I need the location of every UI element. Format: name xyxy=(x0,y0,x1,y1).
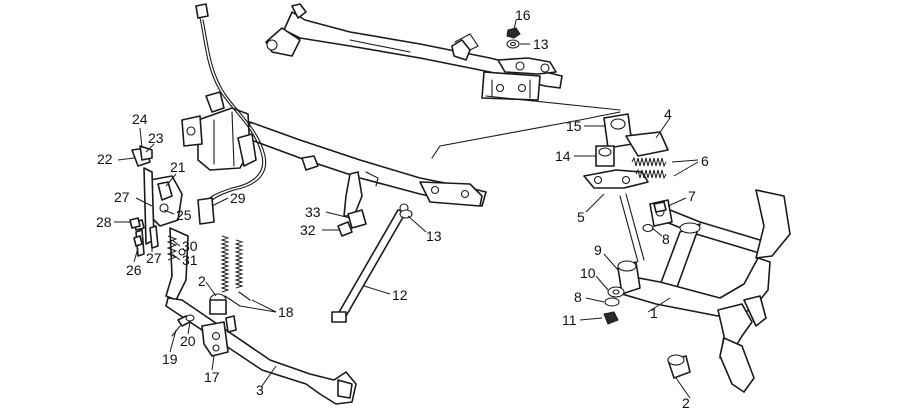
callout-2-right: 2 xyxy=(682,395,690,411)
callout-10: 10 xyxy=(580,265,596,281)
callout-16: 16 xyxy=(515,7,531,23)
callout-12: 12 xyxy=(392,287,408,303)
nut-11 xyxy=(603,311,619,325)
callout-11: 11 xyxy=(562,312,577,328)
callout-7: 7 xyxy=(688,188,696,204)
callout-26: 26 xyxy=(126,262,142,278)
bushing-9 xyxy=(617,260,641,295)
callout-13-lower: 13 xyxy=(426,228,442,244)
callout-24: 24 xyxy=(132,111,148,127)
rod-12 xyxy=(331,203,409,323)
callout-2-left: 2 xyxy=(198,273,206,289)
callout-20: 20 xyxy=(180,333,196,349)
control-cable-29 xyxy=(195,3,267,225)
callout-8-upper: 8 xyxy=(662,231,670,247)
lower-pedal-arm xyxy=(717,303,755,393)
callout-29: 29 xyxy=(230,190,246,206)
callout-18: 18 xyxy=(278,304,294,320)
shift-linkage-assembly xyxy=(131,145,189,301)
washer-8-upper xyxy=(642,223,654,233)
nut-16 xyxy=(506,27,521,39)
gear-lever-1 xyxy=(621,257,771,327)
frame-bracket-right xyxy=(431,95,669,189)
rear-brake-pedal xyxy=(649,189,791,259)
washer-8-lower xyxy=(604,297,620,307)
callout-31: 31 xyxy=(182,252,198,268)
washer-10 xyxy=(607,286,625,298)
callout-28: 28 xyxy=(96,214,112,230)
rubber-pad-2-left xyxy=(209,293,227,315)
callout-17: 17 xyxy=(204,369,220,385)
springs-6 xyxy=(631,156,667,180)
washer-13-top xyxy=(506,39,520,49)
bolt-7 xyxy=(653,201,667,213)
rubber-pad-2-right xyxy=(667,354,691,379)
lever-33 xyxy=(343,171,367,229)
callout-25: 25 xyxy=(176,207,192,223)
callout-4: 4 xyxy=(664,106,672,122)
callout-labels: 16 13 4 15 14 6 5 7 8 9 10 8 11 1 2 12 1… xyxy=(96,7,709,411)
callout-27-lower: 27 xyxy=(146,250,162,266)
callout-1: 1 xyxy=(650,305,658,321)
callout-8-lower: 8 xyxy=(574,289,582,305)
callout-3: 3 xyxy=(256,382,264,398)
main-frame-tube xyxy=(245,121,487,207)
bolt-28 xyxy=(129,217,141,229)
washer-20 xyxy=(185,314,195,322)
bolt-26 xyxy=(133,235,143,247)
callout-27-upper: 27 xyxy=(114,189,130,205)
callout-14: 14 xyxy=(555,148,571,164)
link-rod-5 xyxy=(619,193,645,263)
callout-5: 5 xyxy=(577,209,585,225)
bolt-32 xyxy=(337,221,353,237)
callout-6: 6 xyxy=(701,153,709,169)
callout-9: 9 xyxy=(594,242,602,258)
leader-lines xyxy=(114,19,699,399)
callout-32: 32 xyxy=(300,222,316,238)
callout-30: 30 xyxy=(182,238,198,254)
engine-mount-bracket xyxy=(181,91,257,171)
washer-13-lower xyxy=(399,209,413,219)
callout-13-upper: 13 xyxy=(533,36,549,52)
callout-19: 19 xyxy=(162,351,178,367)
callout-23: 23 xyxy=(148,130,164,146)
spring-18 xyxy=(220,235,251,307)
callout-22: 22 xyxy=(97,151,113,167)
callout-15: 15 xyxy=(566,118,582,134)
callout-33: 33 xyxy=(305,204,321,220)
callout-21: 21 xyxy=(170,159,186,175)
brake-lever-3 xyxy=(165,297,357,405)
upper-frame-tube xyxy=(265,3,563,101)
